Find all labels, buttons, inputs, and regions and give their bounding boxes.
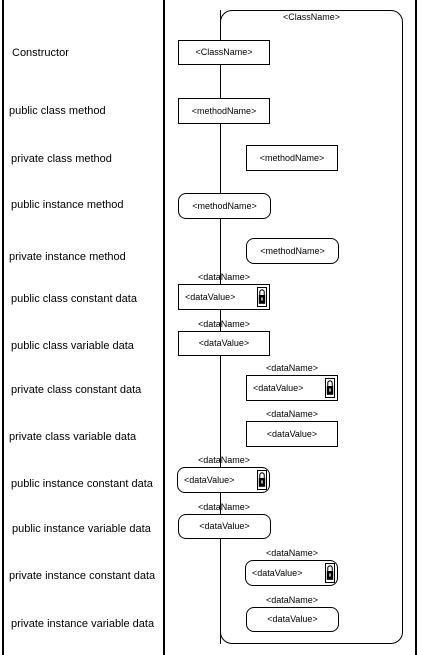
row-label-public-class-constant-data: public class constant data — [11, 293, 137, 305]
public-class-constant-data-value: <dataValue> — [185, 291, 236, 302]
private-class-method-text: <methodName> — [259, 152, 325, 163]
private-instance-constant-data-node[interactable]: <dataValue> — [245, 560, 338, 586]
row-label-private-instance-constant-data: private instance constant data — [9, 570, 156, 582]
public-instance-constant-data-value: <dataValue> — [184, 474, 235, 485]
padlock-icon — [257, 470, 267, 490]
private-class-variable-data-value: <dataValue> — [266, 428, 318, 439]
public-instance-constant-data-node[interactable]: <dataValue> — [177, 467, 270, 493]
row-label-private-class-variable-data: private class variable data — [9, 431, 137, 443]
class-name-title: <ClassName> — [282, 12, 341, 22]
row-label-public-instance-variable-data: public instance variable data — [12, 523, 151, 535]
row-label-public-class-variable-data: public class variable data — [11, 340, 134, 352]
public-instance-method-text: <methodName> — [192, 200, 257, 211]
row-label-constructor: Constructor — [12, 47, 69, 59]
private-instance-constant-data-value: <dataValue> — [252, 567, 303, 578]
constructor-node-text: <ClassName> — [195, 47, 253, 57]
private-instance-variable-data-value: <dataValue> — [267, 614, 318, 624]
private-instance-method-text: <methodName> — [260, 245, 325, 256]
public-class-constant-data-name: <dataName> — [197, 272, 251, 282]
private-class-method-node[interactable]: <methodName> — [246, 145, 338, 171]
class-spine-line — [220, 10, 221, 644]
private-class-variable-data-node[interactable]: <dataValue> — [246, 421, 338, 447]
row-label-private-class-constant-data: private class constant data — [11, 384, 142, 396]
row-label-private-class-method: private class method — [11, 153, 112, 165]
padlock-icon — [257, 287, 267, 307]
private-instance-variable-data-name: <dataName> — [265, 595, 319, 605]
private-class-variable-data-name: <dataName> — [265, 409, 319, 419]
public-instance-variable-data-node[interactable]: <dataValue> — [178, 514, 271, 539]
row-label-public-instance-constant-data: public instance constant data — [11, 478, 153, 490]
padlock-icon — [325, 563, 335, 583]
public-class-constant-data-node[interactable]: <dataValue> — [178, 284, 270, 310]
private-class-constant-data-value: <dataValue> — [253, 382, 304, 393]
public-class-variable-data-name: <dataName> — [197, 319, 251, 329]
private-instance-constant-data-name: <dataName> — [265, 548, 319, 558]
public-instance-variable-data-name: <dataName> — [197, 502, 251, 512]
right-column-rule — [415, 0, 417, 655]
private-class-constant-data-node[interactable]: <dataValue> — [246, 375, 338, 401]
public-instance-method-node[interactable]: <methodName> — [178, 193, 271, 219]
middle-column-rule — [163, 0, 165, 655]
row-label-public-instance-method: public instance method — [11, 199, 124, 211]
public-class-variable-data-node[interactable]: <dataValue> — [178, 331, 270, 356]
private-class-constant-data-name: <dataName> — [265, 363, 319, 373]
row-label-private-instance-variable-data: private instance variable data — [11, 618, 155, 630]
public-class-variable-data-value: <dataValue> — [198, 338, 250, 348]
public-class-method-text: <methodName> — [191, 105, 257, 116]
public-instance-constant-data-name: <dataName> — [197, 455, 251, 465]
row-label-public-class-method: public class method — [9, 105, 106, 117]
public-instance-variable-data-value: <dataValue> — [199, 521, 250, 531]
private-instance-variable-data-node[interactable]: <dataValue> — [246, 607, 339, 632]
constructor-node[interactable]: <ClassName> — [178, 40, 270, 65]
row-label-private-instance-method: private instance method — [9, 251, 126, 263]
left-column-rule — [2, 0, 4, 655]
private-instance-method-node[interactable]: <methodName> — [246, 238, 339, 264]
padlock-icon — [325, 378, 335, 398]
public-class-method-node[interactable]: <methodName> — [178, 98, 270, 124]
